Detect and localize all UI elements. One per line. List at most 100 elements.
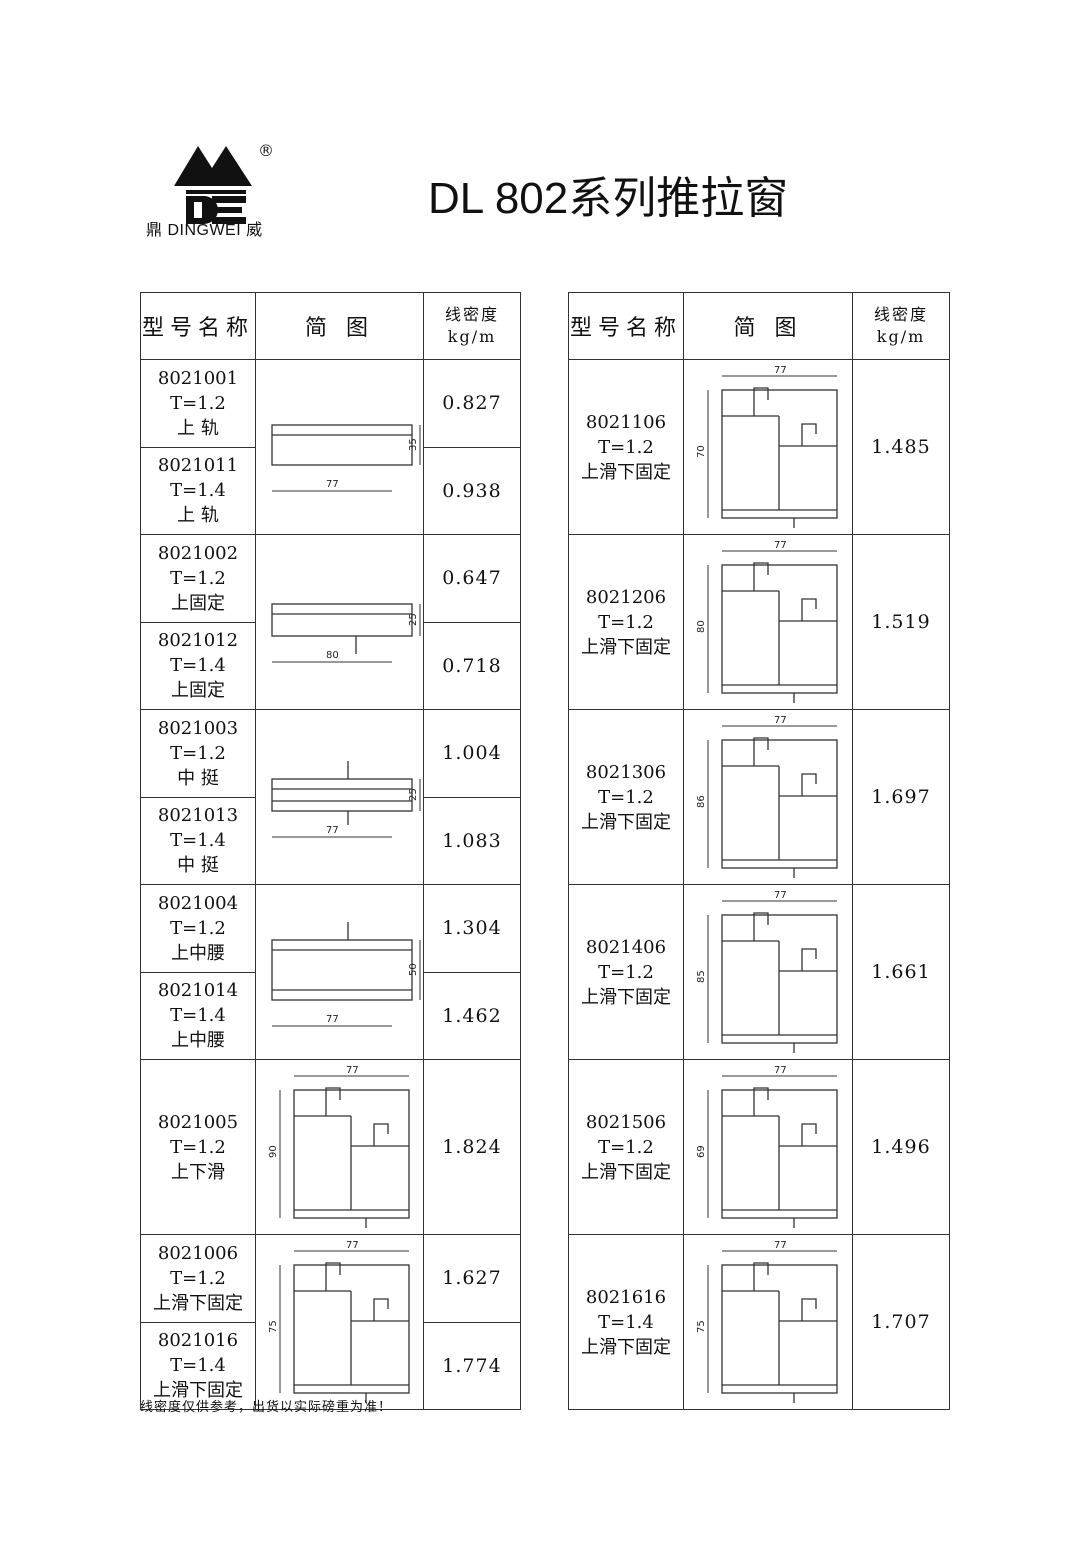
- profile-diagram: 77 80: [696, 540, 838, 703]
- table-row: 8021616 T=1.4 上滑下固定 77 75 1.707: [568, 1234, 950, 1410]
- width-dimension: 77: [774, 365, 787, 376]
- diagram-cell: 77 85: [683, 884, 853, 1060]
- thickness: T=1.2: [170, 392, 226, 414]
- height-dimension: 75: [696, 1320, 707, 1333]
- table-row: 8021206 T=1.2 上滑下固定 77 80 1.519: [568, 534, 950, 710]
- profile-name: 上滑下固定: [581, 1161, 671, 1183]
- profile-name: 上 轨: [177, 417, 219, 439]
- model-cell: 8021206 T=1.2 上滑下固定: [568, 534, 684, 710]
- model-cell: 8021013 T=1.4 中 挺: [140, 796, 256, 885]
- profile-diagram: 77 70: [696, 365, 838, 528]
- diagram-cell: 77 35: [255, 359, 424, 535]
- density-value: 1.627: [423, 1234, 521, 1323]
- header-diagram: 简 图: [683, 292, 853, 360]
- header-density-label: 线密度: [444, 305, 499, 324]
- page-title: DL 802系列推拉窗: [428, 174, 789, 223]
- thickness: T=1.2: [170, 1136, 226, 1158]
- table-row: 8021016 T=1.4 上滑下固定 1.774: [140, 1321, 521, 1410]
- height-dimension: 85: [696, 970, 707, 983]
- diagram-cell: 77 90: [255, 1059, 424, 1235]
- model-code: 8021106: [585, 411, 667, 433]
- density-value: 1.774: [423, 1321, 521, 1410]
- table-row: 8021003 T=1.2 中 挺 77 25 1.004: [140, 709, 521, 885]
- table-row: 8021406 T=1.2 上滑下固定 77 85 1.661: [568, 884, 950, 1060]
- thickness: T=1.2: [170, 1267, 226, 1289]
- model-cell: 8021014 T=1.4 上中腰: [140, 971, 256, 1060]
- height-dimension: 80: [696, 620, 707, 633]
- profile-name: 上滑下固定: [153, 1380, 243, 1402]
- table-row: 8021014 T=1.4 上中腰 1.462: [140, 971, 521, 1060]
- model-cell: 8021004 T=1.2 上中腰: [140, 884, 256, 973]
- thickness: T=1.4: [170, 655, 226, 677]
- density-value: 0.938: [423, 446, 521, 535]
- width-dimension: 77: [346, 1065, 359, 1076]
- density-value: 1.519: [852, 534, 950, 710]
- profile-diagram: 77 75: [268, 1240, 410, 1403]
- width-dimension: 80: [326, 650, 339, 661]
- thickness: T=1.4: [598, 1311, 654, 1333]
- table-row: 8021106 T=1.2 上滑下固定 77 70 1.485: [568, 359, 950, 535]
- model-code: 8021001: [157, 367, 239, 389]
- model-code: 8021006: [157, 1242, 239, 1264]
- header-model: 型号名称: [568, 292, 684, 360]
- height-dimension: 25: [408, 613, 419, 626]
- model-code: 8021003: [157, 717, 239, 739]
- thickness: T=1.2: [170, 917, 226, 939]
- density-value: 1.304: [423, 884, 521, 973]
- density-value: 0.827: [423, 359, 521, 448]
- thickness: T=1.2: [170, 742, 226, 764]
- density-value: 1.707: [852, 1234, 950, 1410]
- density-value: 1.496: [852, 1059, 950, 1235]
- density-value: 1.697: [852, 709, 950, 885]
- table-row: 8021006 T=1.2 上滑下固定 77 75 1.627: [140, 1234, 521, 1410]
- profile-name: 上滑下固定: [153, 1292, 243, 1314]
- footer-note: 线密度仅供参考，出货以实际磅重为准！: [140, 1400, 393, 1415]
- width-dimension: 77: [326, 825, 339, 836]
- profile-name: 上下滑: [171, 1161, 225, 1183]
- density-value: 1.661: [852, 884, 950, 1060]
- profile-name: 中 挺: [177, 767, 219, 789]
- model-cell: 8021106 T=1.2 上滑下固定: [568, 359, 684, 535]
- height-dimension: 25: [408, 788, 419, 801]
- width-dimension: 77: [326, 479, 339, 490]
- density-value: 1.485: [852, 359, 950, 535]
- model-code: 8021011: [157, 455, 239, 477]
- diagram-cell: 77 69: [683, 1059, 853, 1235]
- width-dimension: 77: [774, 890, 787, 901]
- density-value: 1.004: [423, 709, 521, 798]
- profile-diagram: 80 25: [271, 603, 421, 663]
- model-code: 8021014: [157, 980, 239, 1002]
- table-row: 8021506 T=1.2 上滑下固定 77 69 1.496: [568, 1059, 950, 1235]
- table-row: 8021002 T=1.2 上固定 80 25 0.647: [140, 534, 521, 710]
- dingwei-logo: ®: [174, 141, 274, 224]
- width-dimension: 77: [774, 715, 787, 726]
- width-dimension: 77: [774, 1065, 787, 1076]
- profile-diagram: 77 50: [271, 922, 421, 1027]
- height-dimension: 35: [408, 438, 419, 451]
- thickness: T=1.4: [170, 1355, 226, 1377]
- height-dimension: 70: [696, 445, 707, 458]
- thickness: T=1.2: [598, 961, 654, 983]
- profile-name: 上滑下固定: [581, 461, 671, 483]
- density-value: 1.462: [423, 971, 521, 1060]
- table-row: 8021001 T=1.2 上 轨 77 35 0.827: [140, 359, 521, 535]
- model-cell: 8021005 T=1.2 上下滑: [140, 1059, 256, 1235]
- profile-diagram: 77 90: [268, 1065, 410, 1228]
- profile-name: 上中腰: [171, 1030, 225, 1052]
- brand-name: 鼎 DINGWEI 威: [146, 222, 263, 239]
- profile-name: 上滑下固定: [581, 1336, 671, 1358]
- model-code: 8021005: [157, 1111, 239, 1133]
- model-cell: 8021016 T=1.4 上滑下固定: [140, 1321, 256, 1410]
- model-cell: 8021406 T=1.2 上滑下固定: [568, 884, 684, 1060]
- width-dimension: 77: [346, 1240, 359, 1251]
- profile-name: 上中腰: [171, 942, 225, 964]
- profile-name: 上固定: [171, 680, 225, 702]
- thickness: T=1.4: [170, 480, 226, 502]
- model-cell: 8021616 T=1.4 上滑下固定: [568, 1234, 684, 1410]
- table-row: 8021005 T=1.2 上下滑 77 90 1.824: [140, 1059, 521, 1235]
- thickness: T=1.4: [170, 830, 226, 852]
- model-code: 8021016: [157, 1330, 239, 1352]
- diagram-cell: 77 25: [255, 709, 424, 885]
